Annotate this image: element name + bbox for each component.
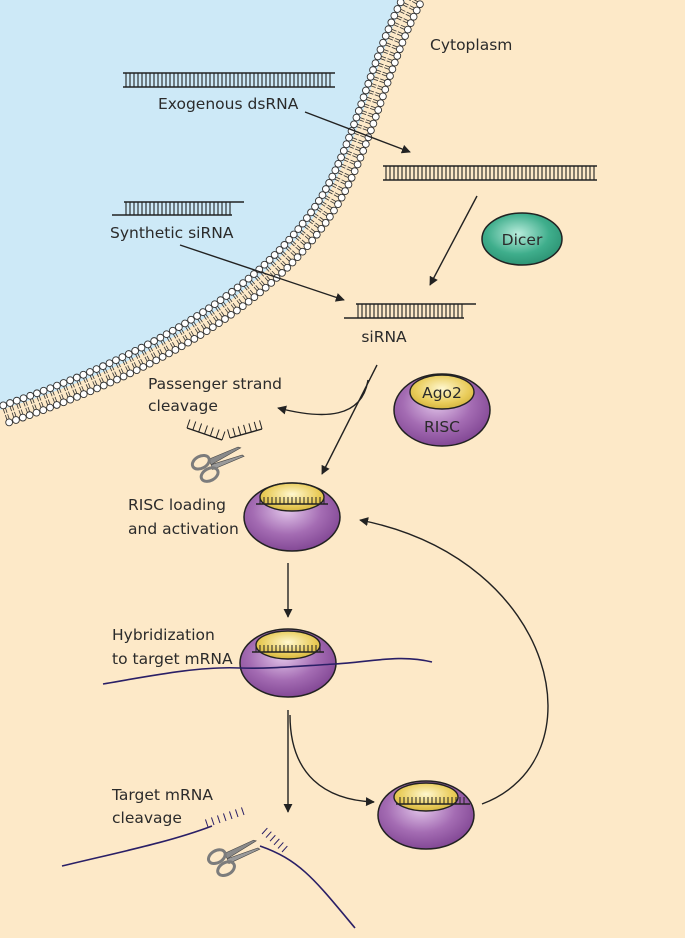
cell-membrane [0,0,424,427]
ago2-label: Ago2 [422,384,462,402]
target-mrna-strand [102,657,433,685]
passenger-strand-label: Passenger strand [148,375,282,393]
target-cleavage-label-2: cleavage [112,809,182,827]
cleaved-passenger-strand [186,419,263,441]
dicer-label: Dicer [502,231,543,249]
risc-hybridized [239,628,337,698]
target-cleavage-label: Target mRNA [111,786,213,804]
risc-recycling-arrow [359,517,549,805]
scissors-icon-mrna [206,839,261,878]
transfection-arrow [179,244,345,302]
dicer-enzyme [481,212,563,266]
passenger-cleavage-label: cleavage [148,397,218,415]
risc-complex-free [393,373,491,447]
risc-loading-arrow [321,364,378,475]
risc-label: RISC [424,418,460,436]
passenger-ejection-arrow [277,379,369,416]
synthetic-sirna-label: Synthetic siRNA [110,224,234,242]
risc-activation-label: and activation [128,520,239,538]
cytoplasm-label: Cytoplasm [430,36,512,54]
risc-recycled [377,780,475,850]
synthetic-sirna-molecule [112,201,244,216]
risc-loaded [243,482,341,552]
scissors-icon [190,446,245,483]
dicer-processing-arrow [429,195,478,286]
cleaved-mrna-fragments [61,807,356,929]
sirna-label: siRNA [361,328,407,346]
exogenous-dsrna-label: Exogenous dsRNA [158,95,299,113]
exogenous-dsrna-molecule [123,72,335,88]
uptake-arrow [304,111,411,154]
risc-loading-label: RISC loading [128,496,226,514]
target-mrna-label: to target mRNA [112,650,233,668]
ago2-protein [409,374,475,410]
risc-release-arrow [289,714,375,807]
sirna-duplex [344,303,476,319]
hybridization-label: Hybridization [112,626,215,644]
internalized-dsrna-molecule [383,165,597,181]
